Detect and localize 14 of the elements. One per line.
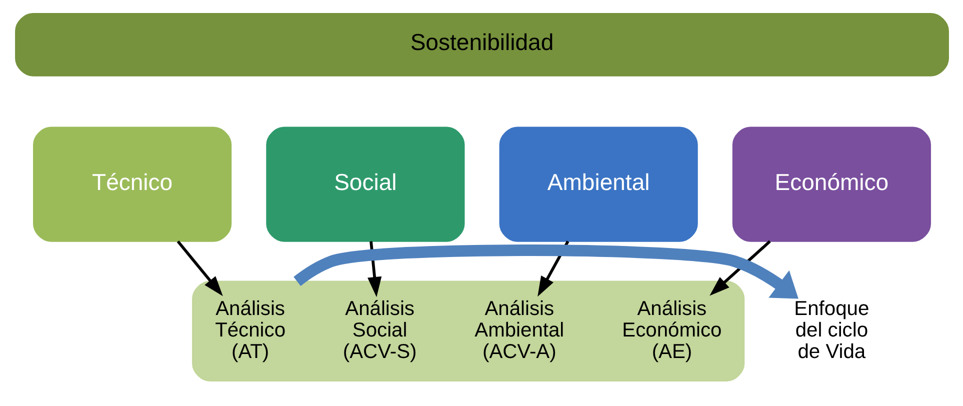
- node-text: Análisis Ambiental (ACV-A): [474, 298, 564, 363]
- node-text: Análisis Técnico (AT): [214, 298, 286, 363]
- node-box: Social: [266, 126, 464, 242]
- node-text: Enfoque del ciclo de Vida: [794, 298, 869, 363]
- node-box: Técnico: [32, 126, 232, 242]
- arrow: [176, 240, 222, 296]
- arrow: [709, 240, 770, 296]
- node-box: Ambiental: [498, 126, 698, 242]
- node-box: Sostenibilidad: [14, 13, 948, 76]
- node-box: Económico: [732, 126, 930, 242]
- node-text: Análisis Económico (AE): [622, 298, 722, 363]
- cluster: [192, 280, 744, 382]
- node-text: Análisis Social (ACV-S): [342, 298, 416, 363]
- arrow: [293, 244, 798, 299]
